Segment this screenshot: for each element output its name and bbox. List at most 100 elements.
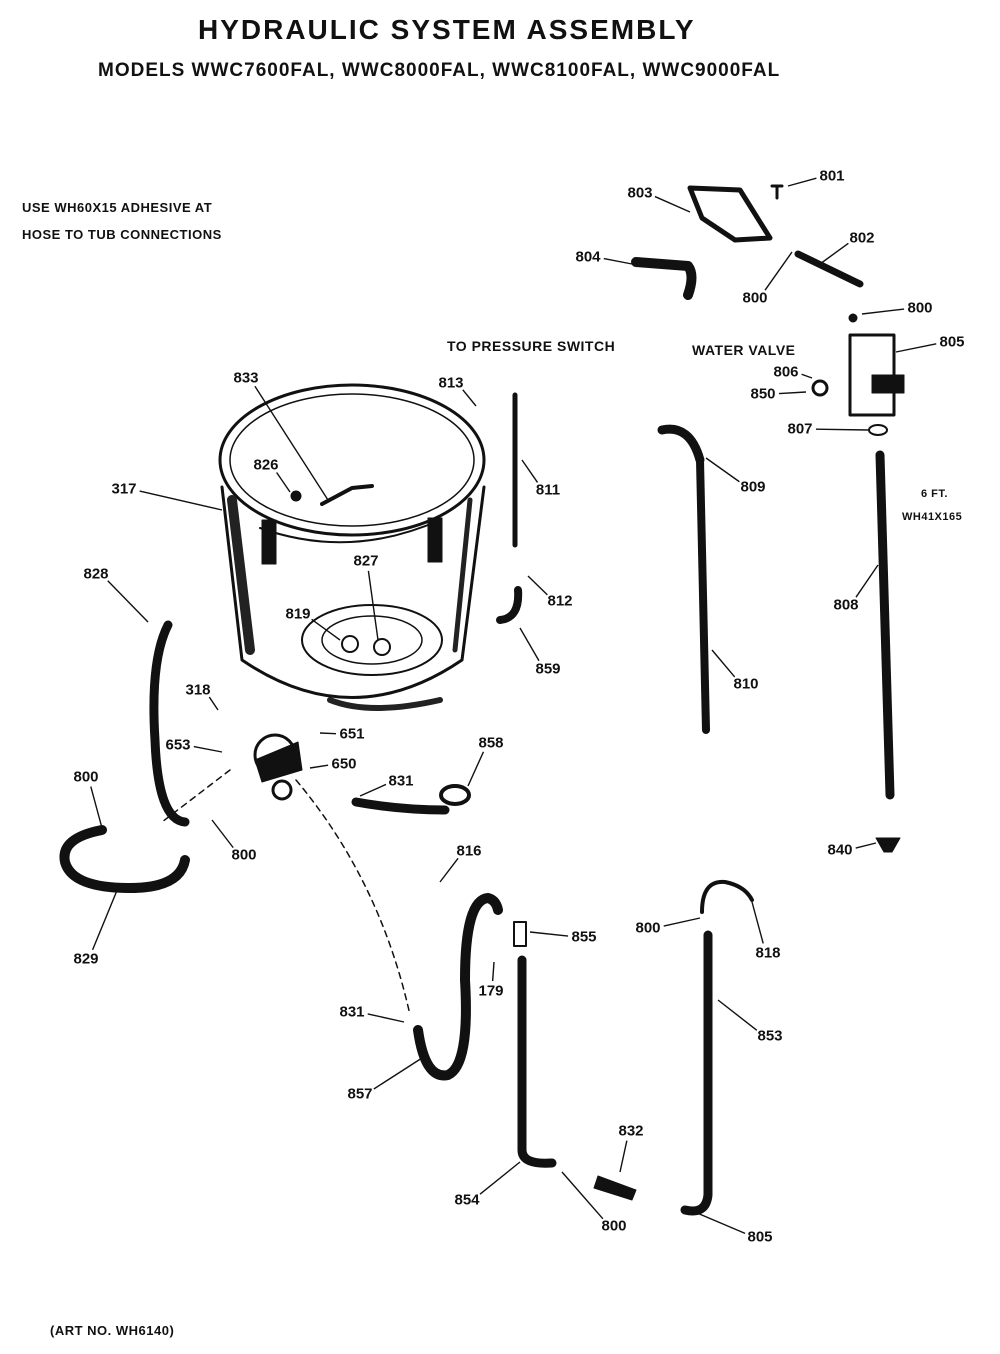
part-number-802: 802 (849, 229, 875, 247)
part-859 (496, 586, 523, 624)
part-number-819: 819 (285, 605, 311, 623)
part-number-650: 650 (331, 755, 357, 773)
leader-line-854 (479, 1161, 521, 1195)
leader-line-857 (373, 1057, 423, 1090)
leader-line-805 (689, 1209, 746, 1235)
part-number-840: 840 (827, 841, 853, 859)
part-number-800: 800 (73, 768, 99, 786)
part-number-831: 831 (388, 772, 414, 790)
part-number-850: 850 (750, 385, 776, 403)
leader-line-828 (107, 580, 149, 623)
leader-line-818 (751, 901, 764, 944)
water-valve-805 (811, 333, 905, 436)
part-number-800: 800 (907, 299, 933, 317)
part-number-812: 812 (547, 592, 573, 610)
leader-line-858 (467, 751, 485, 787)
leader-line-808 (855, 564, 879, 598)
part-809 (657, 424, 705, 465)
pressure-switch-label: TO PRESSURE SWITCH (447, 338, 616, 354)
leader-line-831 (359, 783, 387, 797)
leader-line-806 (801, 373, 813, 379)
part-number-807: 807 (787, 420, 813, 438)
leader-line-819 (311, 618, 341, 641)
part-number-811: 811 (535, 481, 561, 499)
part-number-810: 810 (733, 675, 759, 693)
part-number-809: 809 (740, 478, 766, 496)
part-number-859: 859 (535, 660, 561, 678)
part-number-318: 318 (185, 681, 211, 699)
part-number-804: 804 (575, 248, 601, 266)
part-858 (439, 784, 471, 806)
leader-line-813 (462, 389, 477, 407)
part-number-653: 653 (165, 736, 191, 754)
leader-line-833 (254, 385, 329, 501)
outer-tub (218, 383, 486, 711)
part-number-818: 818 (755, 944, 781, 962)
part-number-651: 651 (339, 725, 365, 743)
leader-line-802 (819, 242, 849, 265)
leader-line-800 (90, 786, 103, 829)
leader-line-811 (521, 459, 539, 483)
hose-part-label: WH41X165 (902, 511, 963, 523)
clamp-800 (848, 313, 858, 323)
leader-line-832 (619, 1140, 628, 1173)
hose-828 (149, 620, 190, 827)
leader-line-318 (208, 696, 219, 711)
leader-line-829 (91, 887, 119, 951)
part-number-816: 816 (456, 842, 482, 860)
leader-line-179 (491, 961, 495, 982)
part-818 (700, 879, 754, 914)
part-number-813: 813 (438, 374, 464, 392)
part-number-800: 800 (601, 1217, 627, 1235)
hose-829 (59, 825, 190, 893)
part-number-827: 827 (353, 552, 379, 570)
leader-line-840 (855, 842, 877, 849)
pump-650 (161, 733, 411, 1016)
part-number-857: 857 (347, 1085, 373, 1103)
leader-line-801 (787, 177, 817, 187)
leader-line-807 (815, 428, 869, 431)
part-number-806: 806 (773, 363, 799, 381)
model-list: MODELS WWC7600FAL, WWC8000FAL, WWC8100FA… (98, 60, 781, 81)
leader-line-816 (439, 857, 459, 883)
hose-808 (875, 450, 895, 800)
leader-line-651 (319, 732, 337, 735)
part-number-828: 828 (83, 565, 109, 583)
part-number-317: 317 (111, 480, 137, 498)
part-number-179: 179 (478, 982, 504, 1000)
leader-line-800 (861, 308, 905, 315)
part-number-805: 805 (939, 333, 965, 351)
part-number-831: 831 (339, 1003, 365, 1021)
part-number-800: 800 (635, 919, 661, 937)
part-number-833: 833 (233, 369, 259, 387)
leader-line-804 (603, 257, 633, 265)
part-number-805: 805 (747, 1228, 773, 1246)
leader-line-800 (561, 1171, 604, 1220)
leader-line-809 (705, 457, 740, 483)
leader-line-650 (309, 764, 329, 769)
adhesive-note: USE WH60X15 ADHESIVE AT HOSE TO TUB CONN… (22, 194, 222, 248)
part-801 (770, 184, 784, 200)
part-number-826: 826 (253, 456, 279, 474)
leader-line-853 (717, 999, 758, 1031)
diagram-title: HYDRAULIC SYSTEM ASSEMBLY (198, 14, 696, 45)
hose-831 (351, 797, 450, 815)
part-number-800: 800 (742, 289, 768, 307)
leader-line-805 (895, 343, 937, 353)
adhesive-note-line-1: USE WH60X15 ADHESIVE AT (22, 200, 213, 215)
leader-line-803 (654, 195, 691, 213)
hose-length-label: 6 FT. (921, 488, 948, 500)
hose-857 (413, 893, 503, 1081)
leader-line-812 (527, 575, 548, 596)
part-number-855: 855 (571, 928, 597, 946)
part-number-829: 829 (73, 950, 99, 968)
art-number: (ART NO. WH6140) (50, 1323, 175, 1338)
hose-853 (680, 930, 713, 1216)
part-855 (513, 921, 527, 947)
leader-line-827 (367, 570, 379, 641)
leader-line-653 (193, 745, 223, 753)
part-804 (631, 257, 697, 300)
coupling-832 (593, 1175, 637, 1201)
